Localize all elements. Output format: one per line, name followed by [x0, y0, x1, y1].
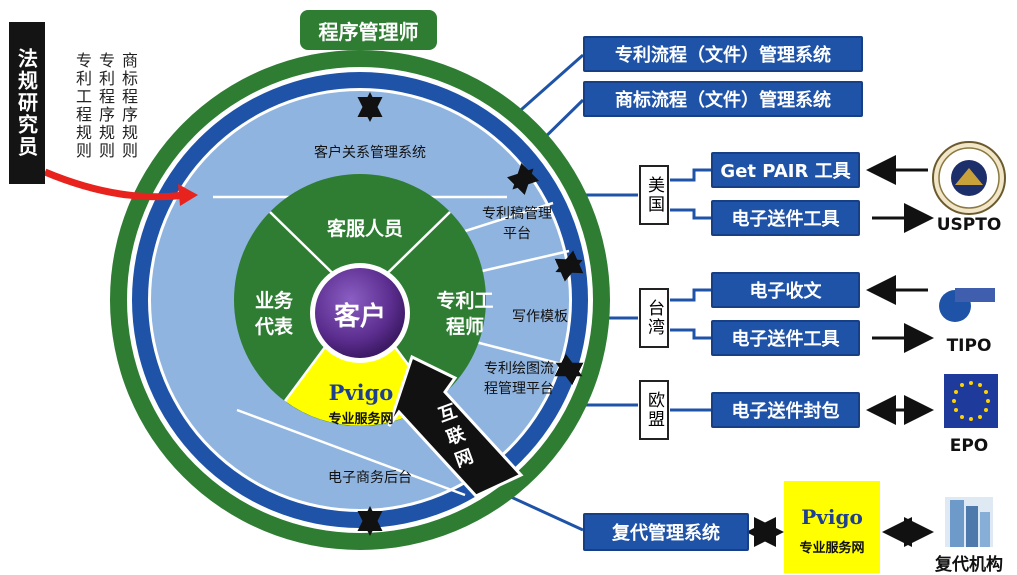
patent-engineer-label: 专利工程师: [436, 290, 494, 338]
trademark-system-box: 商标流程（文件）管理系统: [583, 81, 863, 117]
pvigo-inner-sub: 专业服务网: [328, 412, 394, 427]
patent-draft-platform-label: 专利稿管理平台: [482, 206, 552, 242]
region-tw: 台湾: [639, 288, 669, 348]
get-pair-tool-box: Get PAIR 工具: [711, 152, 860, 188]
tipo-logo-icon: [939, 282, 997, 330]
tw-e-receive-box: 电子收文: [711, 272, 860, 308]
fudai-org-label: 复代机构: [935, 555, 1003, 575]
ecommerce-backend-label: 电子商务后台: [328, 470, 412, 486]
writing-template-label: 写作模板: [512, 309, 568, 325]
ring-arrows: [357, 92, 584, 536]
uspto-seal-icon: [932, 141, 1006, 215]
uspto-label: USPTO: [936, 215, 1002, 235]
program-manager-label: 程序管理师: [300, 10, 437, 50]
customer-center-label: 客户: [333, 302, 386, 332]
red-arrow: [43, 168, 186, 201]
patent-drawing-platform-label: 专利绘图流程管理平台: [484, 361, 554, 397]
sales-rep-label: 业务代表: [254, 290, 293, 338]
pvigo-bottom-brand: Pvigo: [801, 505, 863, 529]
region-eu: 欧盟: [639, 380, 669, 440]
region-us: 美国: [639, 165, 669, 225]
customer-service-label: 客服人员: [326, 218, 403, 240]
org-arrows: [746, 155, 934, 547]
us-e-filing-tool-box: 电子送件工具: [711, 200, 860, 236]
epo-label: EPO: [949, 436, 989, 456]
rule-trademark: 商标程序规则: [119, 52, 138, 160]
epo-flag-icon: [944, 374, 998, 428]
regulation-researcher-tab: 法规研究员: [9, 22, 45, 184]
tipo-label: TIPO: [946, 336, 992, 356]
rule-patent-program: 专利程序规则: [96, 52, 115, 160]
main-circle: [110, 50, 610, 550]
tw-e-filing-tool-box: 电子送件工具: [711, 320, 860, 356]
crm-system-label: 客户关系管理系统: [314, 145, 426, 161]
eu-e-filing-package-box: 电子送件封包: [711, 392, 860, 428]
pvigo-inner-brand: Pvigo: [328, 380, 394, 405]
fudai-system-box: 复代管理系统: [583, 513, 749, 551]
rule-patent-engineering: 专利工程规则: [73, 52, 92, 160]
pvigo-box: [784, 481, 880, 573]
pvigo-bottom-sub: 专业服务网: [799, 541, 865, 556]
building-icon: [945, 497, 993, 547]
patent-system-box: 专利流程（文件）管理系统: [583, 36, 863, 72]
